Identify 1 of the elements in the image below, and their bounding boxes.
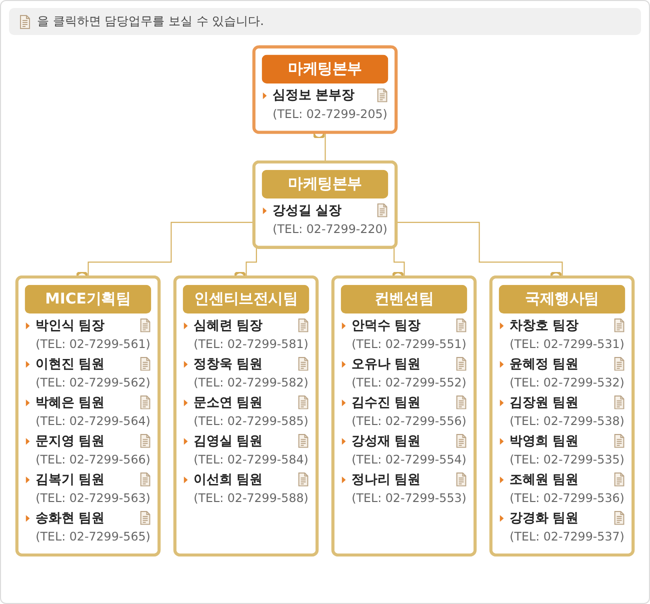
note-text: 을 클릭하면 담당업무를 보실 수 있습니다. — [37, 13, 264, 30]
